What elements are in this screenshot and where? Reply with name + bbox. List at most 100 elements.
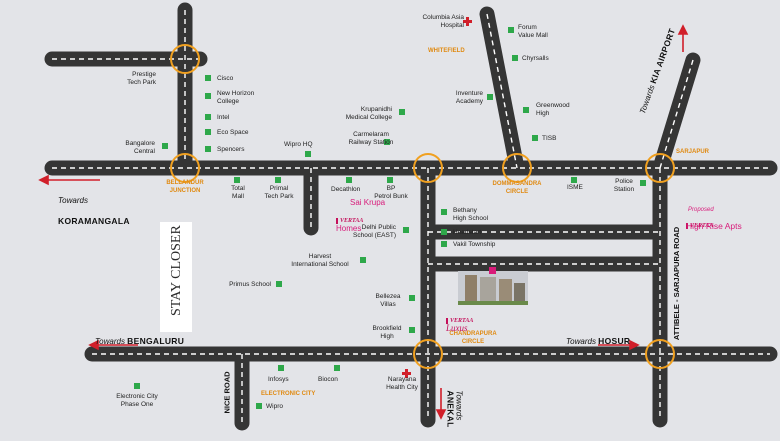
project-location-marker — [489, 267, 496, 274]
label-brookfield: Brookfield High — [372, 325, 402, 340]
marker-primal — [275, 177, 281, 183]
marker-dps — [403, 227, 409, 233]
marker-primus — [276, 281, 282, 287]
label-infosys: Infosys — [268, 376, 289, 383]
road-label-attibele: ATTIBELE - SARJAPURA ROAD — [672, 226, 682, 341]
direction-koramangala-name: KORAMANGALA — [58, 216, 130, 226]
label-bp: BP Petrol Bunk — [374, 185, 408, 200]
label-primus: Primus School — [229, 281, 271, 288]
project-building-image — [458, 271, 528, 305]
junction-circle-chandrapura — [413, 339, 443, 369]
brand-logo: VERTAA — [446, 317, 474, 324]
label-vakil: Vakil Township — [453, 241, 496, 248]
label-headstart: Headstart — [453, 229, 482, 236]
area-bellandur: BELLANDUR JUNCTION — [166, 180, 204, 194]
marker-forum — [508, 27, 514, 33]
marker-bangalore-central — [162, 143, 168, 149]
label-spencers: Spencers — [217, 146, 245, 153]
direction-koramangala: Towards KORAMANGALA — [58, 186, 130, 227]
marker-headstart — [441, 229, 447, 235]
label-electronic-city-p1: Electronic City Phase One — [116, 393, 158, 408]
marker-vakil — [441, 241, 447, 247]
label-carmelaram: Carmelaram Railway Station — [348, 131, 394, 146]
label-bethany: Bethany High School — [453, 207, 489, 222]
junction-circle-dommasandra — [502, 153, 532, 183]
label-isme: ISME — [567, 184, 583, 191]
road-label-nice: NICE ROAD — [222, 371, 232, 414]
area-electronic-city: ELECTRONIC CITY — [261, 391, 316, 397]
marker-police — [640, 180, 646, 186]
marker-new-horizon — [205, 93, 211, 99]
marker-spencers — [205, 146, 211, 152]
junction-circle-top — [170, 44, 200, 74]
label-bangalore-central: Bangalore Central — [125, 140, 155, 155]
marker-inventure — [487, 94, 493, 100]
label-bellezea: Bellezea Villas — [375, 293, 401, 308]
tagline-panel — [160, 222, 192, 332]
direction-bengaluru-name: BENGALURU — [127, 335, 185, 346]
project-sai-krupa-logo: VERTAA Homes — [336, 209, 364, 234]
direction-koramangala-prefix: Towards — [58, 196, 88, 205]
label-eco-space: Eco Space — [217, 129, 249, 136]
marker-cisco — [205, 75, 211, 81]
label-forum-mall: Forum Value Mall — [518, 24, 548, 39]
hospital-icon — [463, 17, 472, 26]
marker-chyrsalls — [512, 55, 518, 61]
marker-carmelaram — [384, 139, 390, 145]
label-intel: Intel — [217, 114, 230, 121]
hospital-icon — [402, 369, 411, 378]
label-greenwood: Greenwood High — [536, 102, 570, 117]
label-new-horizon: New Horizon College — [217, 90, 255, 105]
direction-hosur: Towards HOSUR — [566, 330, 630, 345]
marker-electronic-city-p1 — [134, 383, 140, 389]
direction-arrows — [38, 24, 689, 420]
label-primal: Primal Tech Park — [264, 185, 294, 200]
label-tisb: TISB — [542, 135, 557, 142]
marker-total-mall — [234, 177, 240, 183]
direction-bengaluru-prefix: Towards — [95, 336, 128, 346]
label-columbia-asia: Columbia Asia Hospital — [422, 14, 464, 29]
tagline: STAY CLOSER — [169, 225, 184, 316]
junction-circles — [170, 44, 675, 369]
label-dps: Delhi Public School (EAST) — [353, 224, 396, 239]
label-wipro-hq: Wipro HQ — [284, 141, 313, 148]
marker-greenwood — [523, 107, 529, 113]
marker-krupanidhi — [399, 109, 405, 115]
marker-wipro-hq — [305, 151, 311, 157]
marker-bethany — [441, 209, 447, 215]
project-luxus-logo: VERTAA Luxus — [446, 309, 474, 334]
marker-wipro — [256, 403, 262, 409]
road-fill — [52, 10, 770, 423]
direction-hosur-name: HOSUR — [598, 335, 631, 346]
area-chandrapura: CHANDRAPURA CIRCLE — [449, 331, 497, 345]
label-prestige: Prestige Tech Park — [127, 71, 156, 86]
hospital-markers — [402, 17, 472, 378]
project-proposed-label: Proposed — [688, 207, 714, 213]
label-chyrsalls: Chyrsalls — [522, 55, 549, 62]
label-total-mall: Total Mall — [231, 185, 245, 200]
marker-infosys — [278, 365, 284, 371]
marker-harvest — [360, 257, 366, 263]
direction-anekal-prefix: Towards — [454, 390, 464, 421]
project-high-rise: High Rise Apts — [686, 221, 742, 231]
label-krupanidhi: Krupanidhi Medical College — [345, 106, 392, 121]
marker-brookfield — [409, 327, 415, 333]
direction-hosur-prefix: Towards — [566, 336, 599, 346]
marker-intel — [205, 114, 211, 120]
area-sarjapur: SARJAPUR — [676, 149, 710, 155]
project-proposed-logo: VERTAA — [686, 214, 714, 230]
brand-logo: VERTAA — [686, 222, 714, 229]
label-narayana: Narayana Health City — [386, 376, 418, 391]
label-cisco: Cisco — [217, 75, 234, 82]
marker-isme — [571, 177, 577, 183]
project-homes-label: Homes — [336, 224, 362, 233]
direction-anekal-name: ANEKAL — [445, 390, 456, 428]
marker-tisb — [532, 135, 538, 141]
label-decathlon: Decathlon — [331, 186, 361, 193]
junction-circle-sarjapur — [645, 153, 675, 183]
marker-bellezea — [409, 295, 415, 301]
area-whitefield: WHITEFIELD — [428, 48, 465, 54]
label-biocon: Biocon — [318, 376, 338, 383]
